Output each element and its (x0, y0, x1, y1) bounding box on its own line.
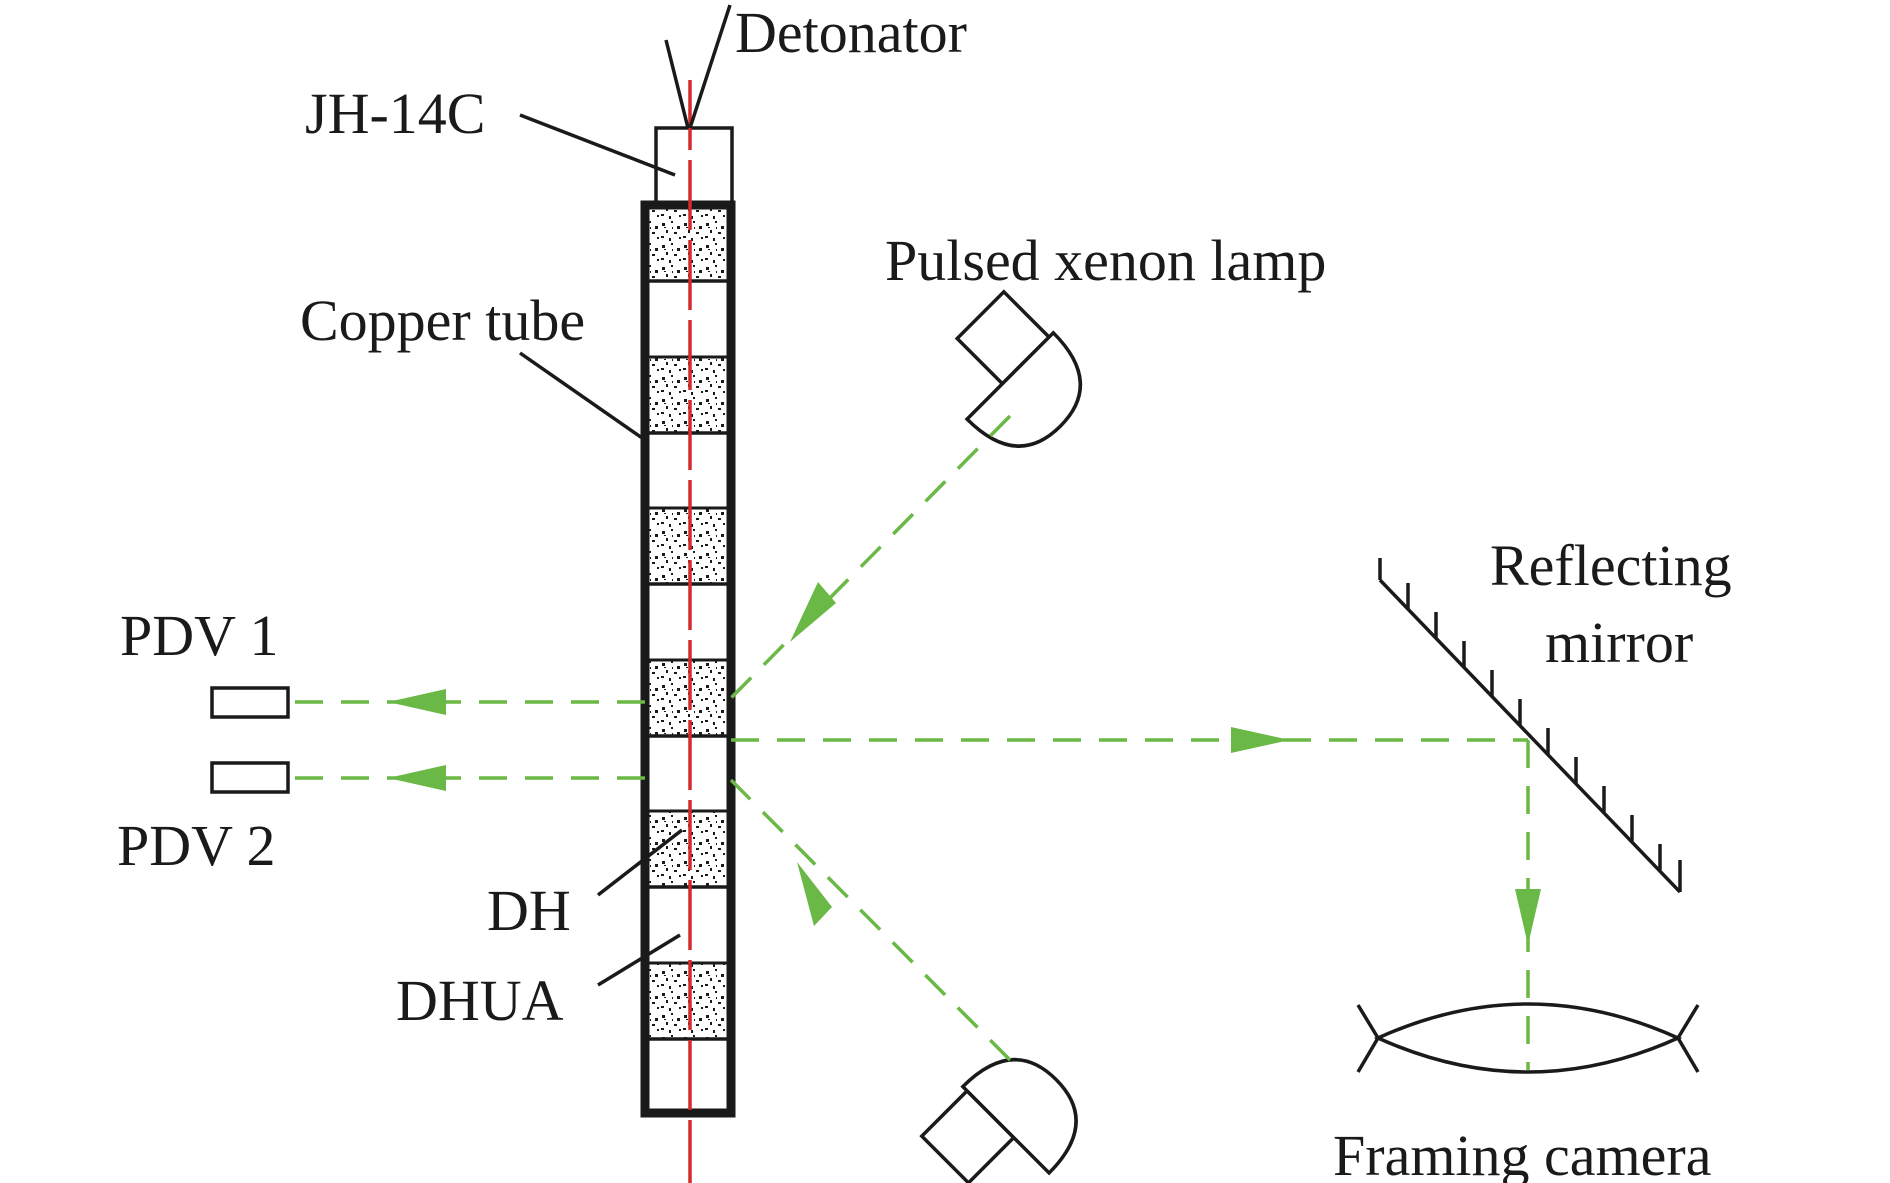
beam-arrowhead (1515, 889, 1541, 945)
dh-pellet (646, 203, 730, 283)
label-pdv1: PDV 1 (120, 603, 278, 668)
beam-arrowhead (797, 862, 832, 926)
jh14c-leader (519, 113, 676, 177)
dhua-leader (597, 933, 681, 987)
pdv-probe-icon (210, 761, 290, 794)
beam-arrowhead (388, 689, 446, 715)
charge-column (640, 80, 736, 1183)
jh14c-booster (654, 126, 734, 206)
dh-pellets (646, 203, 730, 1041)
label-detonator: Detonator (735, 0, 967, 65)
mirror-icon (1378, 558, 1682, 894)
copper-tube (640, 200, 736, 1118)
dhua-segments (648, 279, 728, 1041)
label-pulsed-xenon-lamp: Pulsed xenon lamp (885, 228, 1326, 293)
label-copper-tube: Copper tube (300, 288, 585, 353)
dh-pellet (646, 658, 730, 738)
label-jh14c: JH-14C (305, 81, 485, 146)
label-mirror: mirror (1545, 610, 1693, 675)
dh-leader (596, 828, 684, 897)
incident-beam-lower (729, 778, 1012, 1062)
dh-pellet (646, 506, 730, 586)
dh-pellet (646, 355, 730, 435)
detonator-leads (664, 4, 732, 129)
copper-tube-leader (519, 351, 646, 442)
xenon-lamp-icon (954, 289, 1083, 448)
label-reflecting: Reflecting (1490, 533, 1732, 598)
beam-arrowhead (1231, 727, 1290, 753)
lens-icon (1356, 1002, 1700, 1074)
light-beams (288, 414, 1541, 1070)
label-pdv2: PDV 2 (117, 813, 275, 878)
incident-beam-upper (729, 414, 1012, 700)
pdv-probe-icon (210, 686, 290, 719)
xenon-lamp-icon (919, 1057, 1078, 1183)
beam-arrowhead (790, 582, 836, 642)
label-dhua: DHUA (396, 968, 564, 1033)
label-dh: DH (487, 878, 571, 943)
dh-pellet (646, 961, 730, 1041)
beam-arrowhead (388, 765, 446, 791)
label-framing-camera: Framing camera (1333, 1123, 1711, 1183)
